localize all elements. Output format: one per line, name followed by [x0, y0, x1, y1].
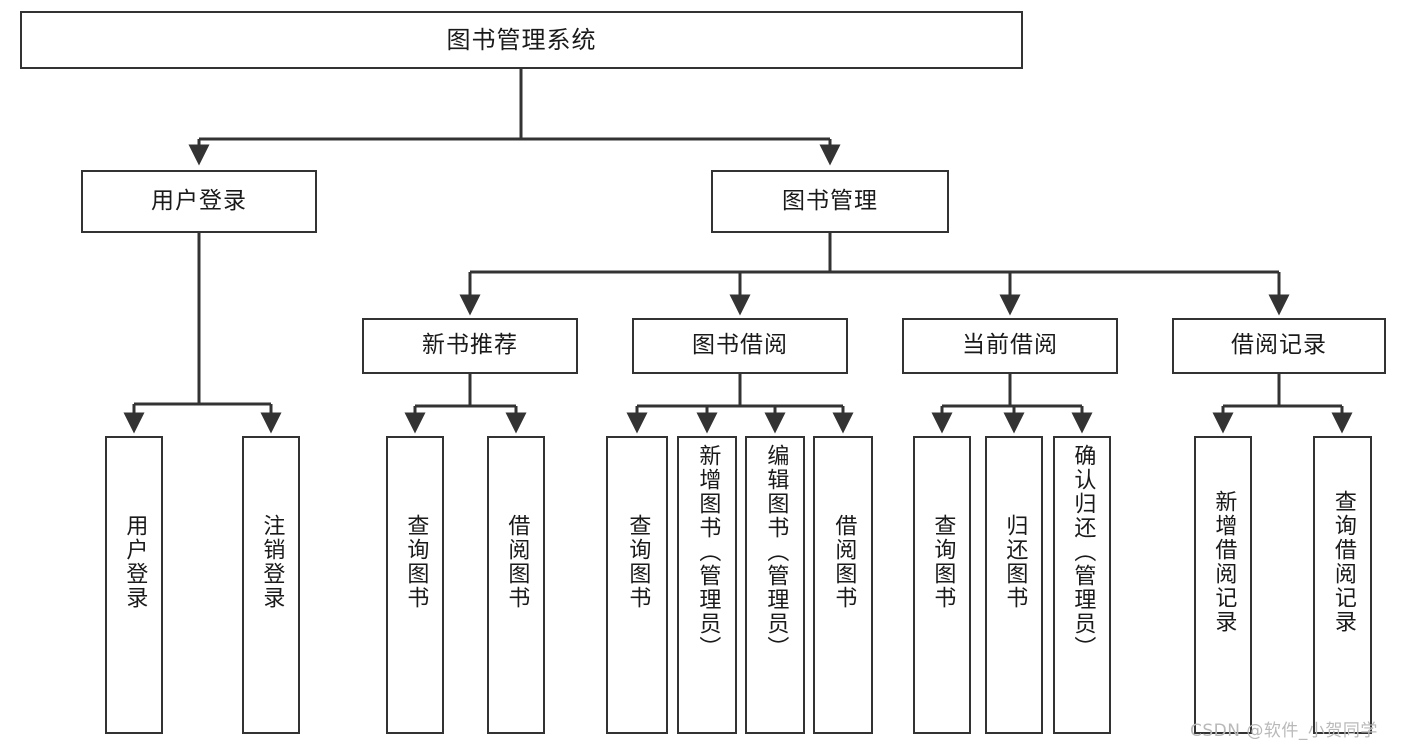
node-label: 当前借阅 [962, 332, 1058, 359]
node-label: 图书管理 [782, 187, 878, 214]
node-book-manage[interactable]: 图书管理 [711, 170, 949, 233]
node-new-book-recommend[interactable]: 新书推荐 [362, 318, 578, 374]
node-leaf-borrow-book-1[interactable]: 借阅图书 [487, 436, 545, 734]
node-leaf-add-book[interactable]: 新增图书（管理员） [677, 436, 737, 734]
node-label: 图书管理系统 [446, 25, 597, 54]
node-leaf-borrow-book-2[interactable]: 借阅图书 [813, 436, 873, 734]
node-label: 确认归还（管理员） [1070, 444, 1096, 660]
node-leaf-user-login[interactable]: 用户登录 [105, 436, 163, 734]
node-leaf-query-record[interactable]: 查询借阅记录 [1313, 436, 1372, 734]
node-label: 新增图书（管理员） [695, 444, 721, 660]
node-borrow-record[interactable]: 借阅记录 [1172, 318, 1386, 374]
node-leaf-user-logout[interactable]: 注销登录 [242, 436, 300, 734]
node-user-login[interactable]: 用户登录 [81, 170, 317, 233]
node-label: 查询图书 [403, 514, 429, 610]
node-label: 用户登录 [122, 514, 148, 610]
node-leaf-query-book-2[interactable]: 查询图书 [606, 436, 668, 734]
node-label: 借阅图书 [504, 514, 530, 610]
node-leaf-return-book[interactable]: 归还图书 [985, 436, 1043, 734]
csdn-watermark: CSDN @软件_小贺同学 [1190, 721, 1378, 741]
node-label: 新书推荐 [422, 332, 518, 359]
node-label: 用户登录 [151, 187, 247, 214]
node-root-system[interactable]: 图书管理系统 [20, 11, 1023, 69]
node-label: 编辑图书（管理员） [763, 444, 789, 660]
node-label: 注销登录 [259, 514, 285, 610]
node-leaf-edit-book[interactable]: 编辑图书（管理员） [745, 436, 805, 734]
node-current-borrow[interactable]: 当前借阅 [902, 318, 1118, 374]
node-label: 查询图书 [930, 514, 956, 610]
node-label: 查询图书 [625, 514, 651, 610]
node-leaf-confirm-return[interactable]: 确认归还（管理员） [1053, 436, 1111, 734]
node-label: 借阅图书 [831, 514, 857, 610]
node-label: 归还图书 [1002, 514, 1028, 610]
node-label: 查询借阅记录 [1330, 490, 1356, 634]
node-leaf-query-book-3[interactable]: 查询图书 [913, 436, 971, 734]
node-label: 新增借阅记录 [1211, 490, 1237, 634]
node-leaf-add-record[interactable]: 新增借阅记录 [1194, 436, 1252, 734]
node-label: 借阅记录 [1231, 332, 1327, 359]
node-book-borrow[interactable]: 图书借阅 [632, 318, 848, 374]
node-leaf-query-book-1[interactable]: 查询图书 [386, 436, 444, 734]
node-label: 图书借阅 [692, 332, 788, 359]
